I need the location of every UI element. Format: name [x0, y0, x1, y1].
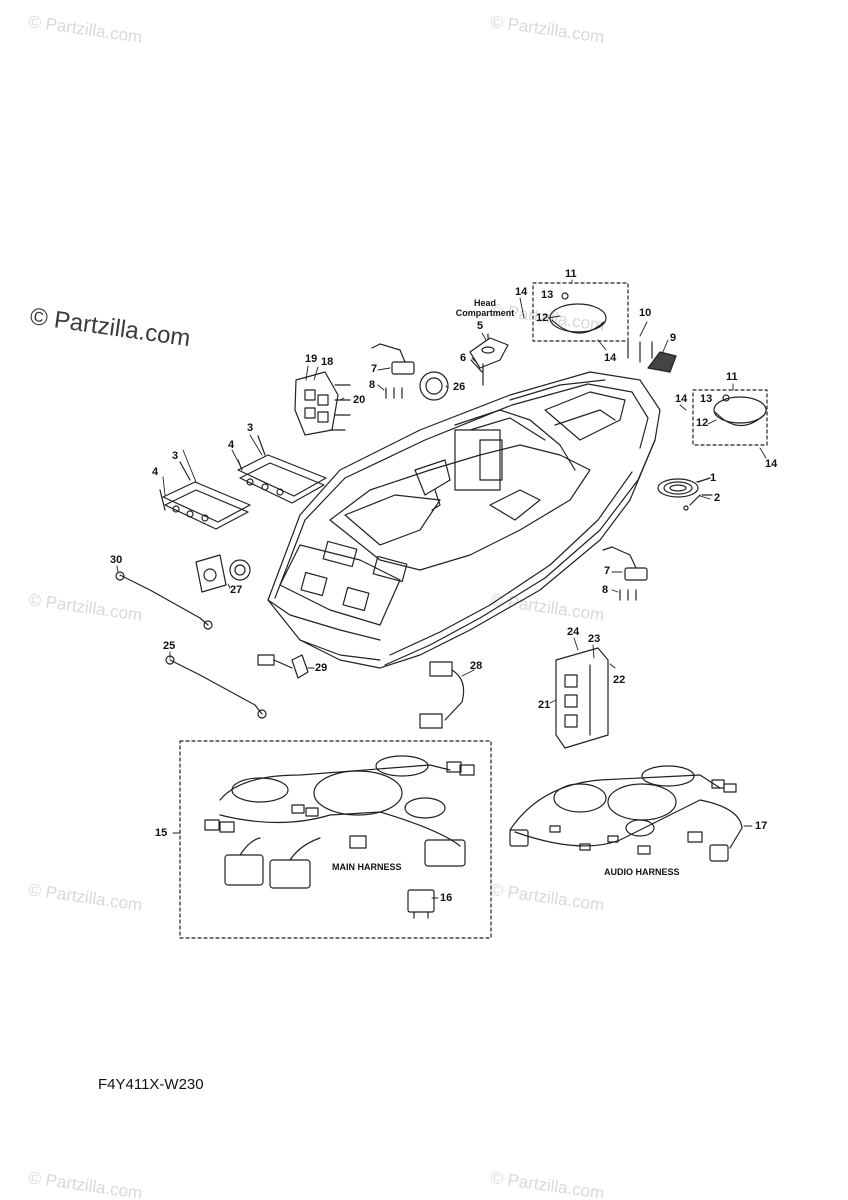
part-30-cable: [115, 571, 213, 630]
callout-24: 24: [567, 626, 580, 638]
part-20-bolts: [329, 384, 351, 431]
part-12-speaker-upper: [549, 292, 607, 334]
callout-14: 14: [675, 393, 688, 405]
part-28-connector: [419, 661, 465, 729]
callout-16: 16: [440, 892, 453, 904]
callout-11: 11: [726, 371, 738, 383]
callout-3: 3: [247, 422, 254, 434]
callout-4: 4: [228, 439, 235, 451]
callout-30: 30: [110, 554, 123, 566]
callout-14: 14: [604, 352, 617, 364]
part-5-dome-light: [469, 333, 509, 369]
callout-21: 21: [538, 699, 551, 711]
callout-leader-lines: [116, 279, 767, 899]
callout-9: 9: [670, 332, 677, 344]
part-21-control-module: [555, 647, 609, 749]
callout-15: 15: [155, 827, 168, 839]
boat-hull: [267, 371, 661, 669]
main-harness-label: MAIN HARNESS: [332, 862, 402, 872]
callout-14: 14: [765, 458, 778, 470]
part-15-main-harness: [204, 755, 475, 889]
part-25-cable: [165, 655, 267, 719]
callout-26: 26: [453, 381, 466, 393]
callout-17: 17: [755, 820, 768, 832]
callout-12: 12: [696, 417, 709, 429]
part-7-courtesy-light-lower: [602, 546, 648, 601]
callout-3: 3: [172, 450, 179, 462]
part-15-harness-box: [179, 740, 492, 939]
part-29-sensor: [257, 654, 309, 679]
part-3-tray-right: [237, 435, 327, 504]
part-27-power-outlet: [195, 554, 251, 593]
callout-29: 29: [315, 662, 328, 674]
part-1-speaker-grille: [657, 477, 711, 498]
part-16-relay: [407, 889, 435, 919]
callout-11: 11: [565, 268, 577, 280]
callout-7: 7: [371, 363, 378, 375]
callout-1: 1: [710, 472, 717, 484]
callout-18: 18: [321, 356, 334, 368]
callout-10: 10: [639, 307, 652, 319]
callout-8: 8: [369, 379, 376, 391]
callout-13: 13: [700, 393, 713, 405]
callout-8: 8: [602, 584, 609, 596]
part-3-tray-left: [159, 461, 251, 530]
callout-23: 23: [588, 633, 601, 645]
part-7-courtesy-light-upper: [371, 343, 415, 399]
callout-20: 20: [353, 394, 366, 406]
part-11-box-upper: [532, 282, 629, 342]
part-6-screw: [470, 359, 484, 386]
callout-25: 25: [163, 640, 176, 652]
diagram-code: F4Y411X-W230: [98, 1076, 204, 1093]
callout-28: 28: [470, 660, 483, 672]
callout-6: 6: [460, 352, 467, 364]
part-18-switch-panel: [294, 371, 339, 436]
part-12-speaker-lower: [713, 394, 767, 427]
callout-12: 12: [536, 312, 549, 324]
part-11-box-lower: [692, 389, 768, 446]
part-9-cover: [647, 351, 677, 373]
callout-4: 4: [152, 466, 159, 478]
callout-7: 7: [604, 565, 611, 577]
audio-harness-label: AUDIO HARNESS: [604, 867, 680, 877]
callout-19: 19: [305, 353, 318, 365]
head-compartment-label: Head Compartment: [455, 298, 515, 318]
callout-5: 5: [477, 320, 484, 332]
callout-22: 22: [613, 674, 626, 686]
part-2-screw: [683, 494, 713, 511]
part-26-gauge: [419, 371, 449, 401]
callout-13: 13: [541, 289, 554, 301]
part-17-audio-harness: [509, 765, 743, 862]
part-10-screws: [627, 341, 653, 363]
callout-14: 14: [515, 286, 528, 298]
callout-2: 2: [714, 492, 721, 504]
callout-27: 27: [230, 584, 243, 596]
